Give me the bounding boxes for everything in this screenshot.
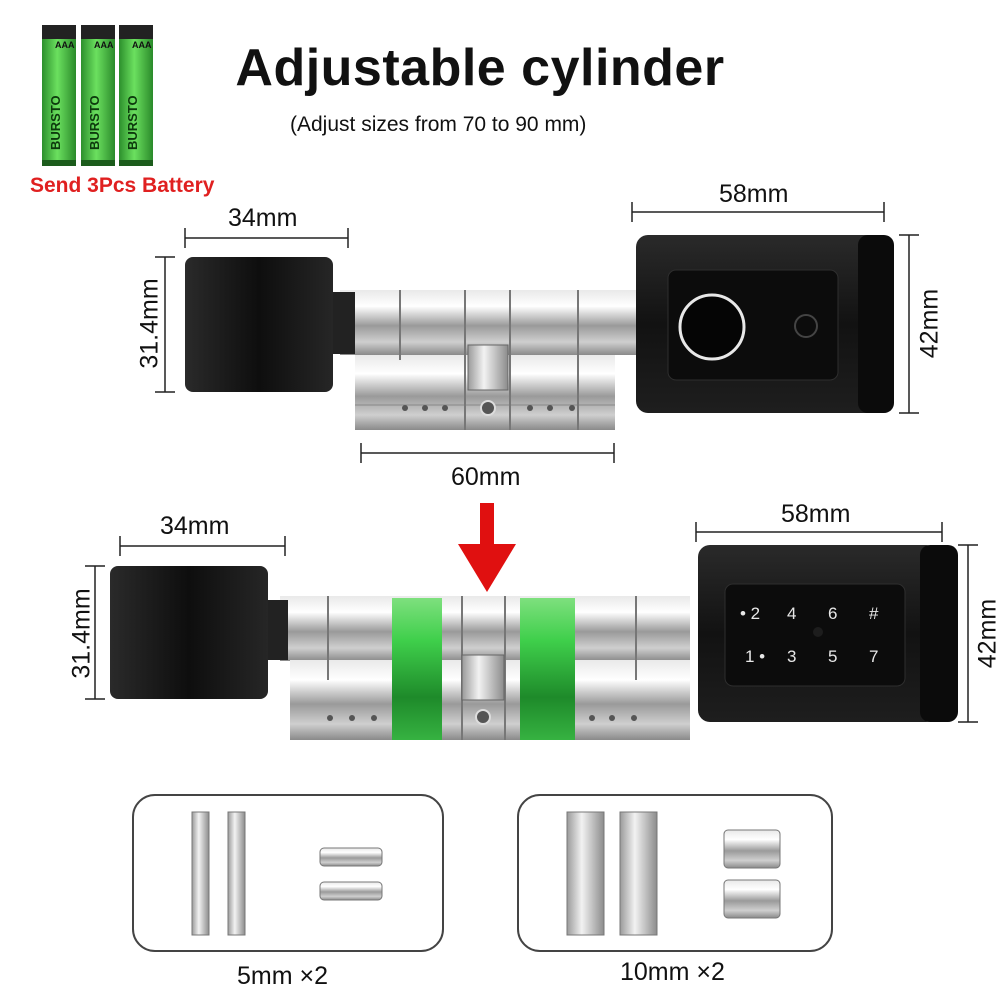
battery-icon <box>81 25 115 166</box>
dimension-reader-width: 58mm <box>719 180 789 208</box>
dimension-reader-height: 42mm <box>973 598 1000 669</box>
lock-top <box>185 235 894 430</box>
battery-type-label: AAA <box>132 40 152 50</box>
extension-segment <box>392 598 442 740</box>
page-subtitle: (Adjust sizes from 70 to 90 mm) <box>290 113 587 136</box>
extension-label-5mm: 5mm ×2 <box>237 962 329 990</box>
page-title: Adjustable cylinder <box>235 39 725 97</box>
dimension-knob-width: 34mm <box>228 204 298 232</box>
thumb-knob <box>185 257 333 392</box>
keypad-key: 7 <box>869 647 879 666</box>
dimension-lines-bottom <box>85 522 978 723</box>
extension-label-10mm: 10mm ×2 <box>620 958 725 986</box>
keypad-key: # <box>869 604 879 623</box>
dimension-knob-height: 31.4mm <box>67 588 96 679</box>
keypad-key: 6 <box>828 604 838 623</box>
extension-kit-5mm <box>132 794 444 952</box>
keypad-key: 5 <box>828 647 838 666</box>
dimension-reader-height: 42mm <box>915 288 944 359</box>
battery-icon <box>42 25 76 166</box>
lock-bottom <box>110 545 958 740</box>
extension-kit-10mm <box>517 794 833 952</box>
arrow-down-icon <box>458 503 516 592</box>
dimension-body-length: 60mm <box>451 463 521 491</box>
cam <box>467 344 509 391</box>
battery-group <box>42 25 153 166</box>
dimension-knob-height: 31.4mm <box>135 278 164 369</box>
extension-segment <box>520 598 575 740</box>
dimension-reader-width: 58mm <box>781 500 851 528</box>
keypad-key: • 2 <box>740 604 761 623</box>
battery-type-label: AAA <box>55 40 75 50</box>
dimension-knob-width: 34mm <box>160 512 230 540</box>
cylinder-shaft <box>340 290 640 355</box>
keypad-key: 1 • <box>745 647 766 666</box>
keypad-key: 4 <box>787 604 797 623</box>
battery-icon <box>119 25 153 166</box>
battery-note: Send 3Pcs Battery <box>30 174 215 197</box>
battery-type-label: AAA <box>94 40 114 50</box>
keypad-key: 3 <box>787 647 797 666</box>
fingerprint-icon <box>794 314 818 338</box>
fingerprint-sensor <box>678 293 746 361</box>
dimension-lines-top <box>155 202 919 463</box>
cylinder-body <box>355 355 615 430</box>
